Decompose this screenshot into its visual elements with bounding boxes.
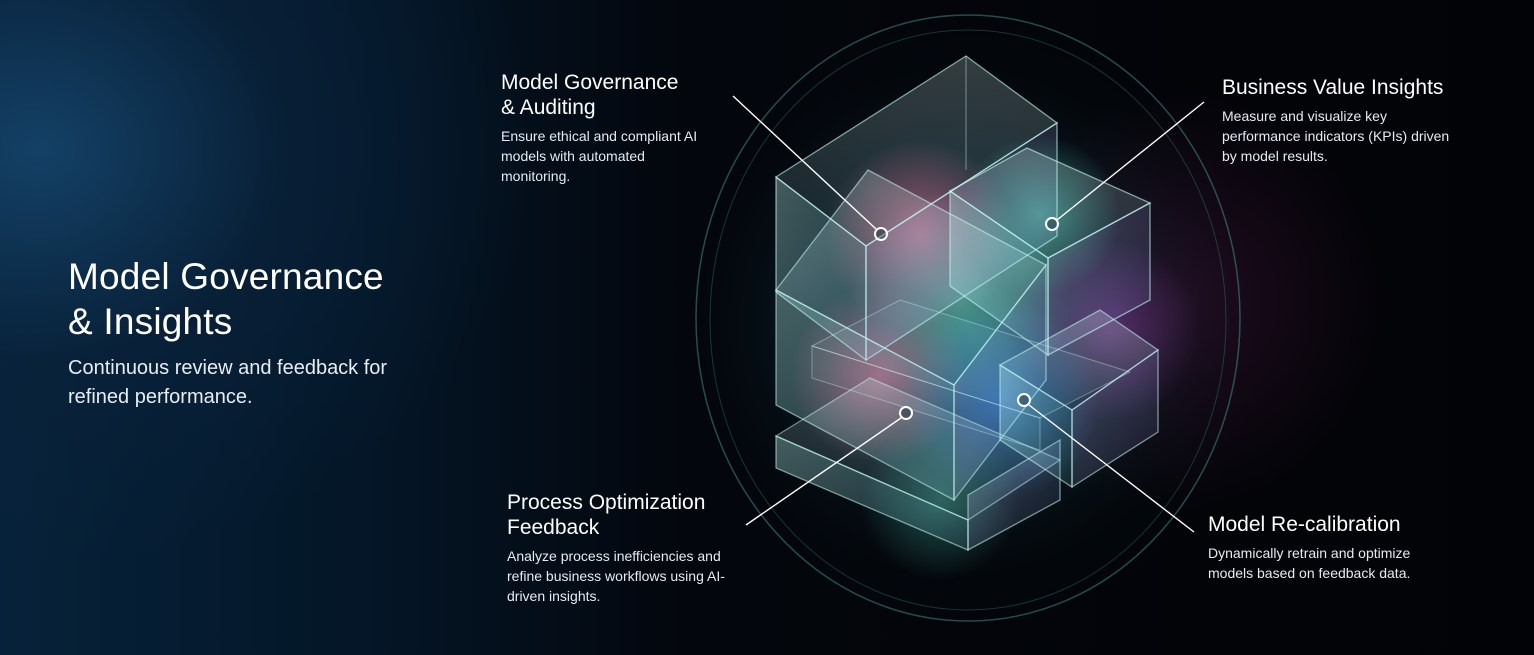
callout-desc-line2: models with automated — [501, 148, 645, 164]
callout-title-line1: Business Value Insights — [1222, 76, 1444, 99]
callout-title: Process Optimization Feedback — [507, 490, 757, 540]
callout-title-line1: Process Optimization — [507, 491, 706, 514]
leader-line-process — [745, 417, 902, 526]
inner-ring — [709, 29, 1227, 611]
callout-description: Analyze process inefficiencies and refin… — [507, 546, 757, 606]
callout-desc-line2: refine business workflows using AI- — [507, 568, 725, 584]
callout-desc-line3: monitoring. — [501, 168, 571, 184]
callout-title: Business Value Insights — [1222, 75, 1492, 100]
node-marker-recalibration — [1017, 393, 1031, 407]
node-marker-business-value — [1045, 217, 1059, 231]
cube-inner-slab — [810, 299, 1132, 451]
callout-recalibration: Model Re-calibration Dynamically retrain… — [1208, 512, 1478, 583]
leader-line-governance — [732, 95, 877, 230]
callout-title: Model Re-calibration — [1208, 512, 1478, 537]
page-title-line2: & Insights — [68, 301, 233, 342]
leader-line-business-value — [1056, 101, 1205, 221]
page-title-line1: Model Governance — [68, 256, 384, 297]
page-subtitle-line1: Continuous review and feedback for — [68, 357, 388, 379]
leader-line-recalibration — [1028, 404, 1195, 533]
callout-desc-line1: Dynamically retrain and optimize — [1208, 545, 1411, 561]
callout-governance-auditing: Model Governance & Auditing Ensure ethic… — [501, 70, 731, 186]
callout-business-value: Business Value Insights Measure and visu… — [1222, 75, 1492, 166]
node-marker-process — [899, 406, 913, 420]
hero-section: Model Governance & Insights Continuous r… — [68, 254, 468, 412]
cube-right-lower — [998, 309, 1160, 489]
callout-desc-line1: Analyze process inefficiencies and — [507, 548, 721, 564]
callout-title: Model Governance & Auditing — [501, 70, 731, 120]
page-title: Model Governance & Insights — [68, 254, 468, 344]
callout-desc-line1: Ensure ethical and compliant AI — [501, 128, 698, 144]
page-subtitle-line2: refined performance. — [68, 386, 253, 408]
callout-description: Ensure ethical and compliant AI models w… — [501, 126, 731, 186]
outer-ring — [695, 14, 1241, 622]
callout-title-line2: & Auditing — [501, 96, 596, 119]
cube-bottom — [774, 377, 1062, 552]
callout-title-line2: Feedback — [507, 516, 600, 539]
callout-desc-line2: models based on feedback data. — [1208, 565, 1411, 581]
page-subtitle: Continuous review and feedback for refin… — [68, 354, 468, 412]
callout-title-line1: Model Governance — [501, 71, 679, 94]
callout-desc-line3: driven insights. — [507, 588, 601, 604]
callout-title-line1: Model Re-calibration — [1208, 513, 1401, 536]
callout-process-optimization: Process Optimization Feedback Analyze pr… — [507, 490, 757, 606]
callout-description: Dynamically retrain and optimize models … — [1208, 543, 1478, 583]
callout-desc-line2: performance indicators (KPIs) driven — [1222, 128, 1450, 144]
node-marker-governance — [874, 227, 888, 241]
callout-desc-line3: by model results. — [1222, 148, 1328, 164]
callout-description: Measure and visualize key performance in… — [1222, 106, 1492, 166]
callout-desc-line1: Measure and visualize key — [1222, 108, 1387, 124]
